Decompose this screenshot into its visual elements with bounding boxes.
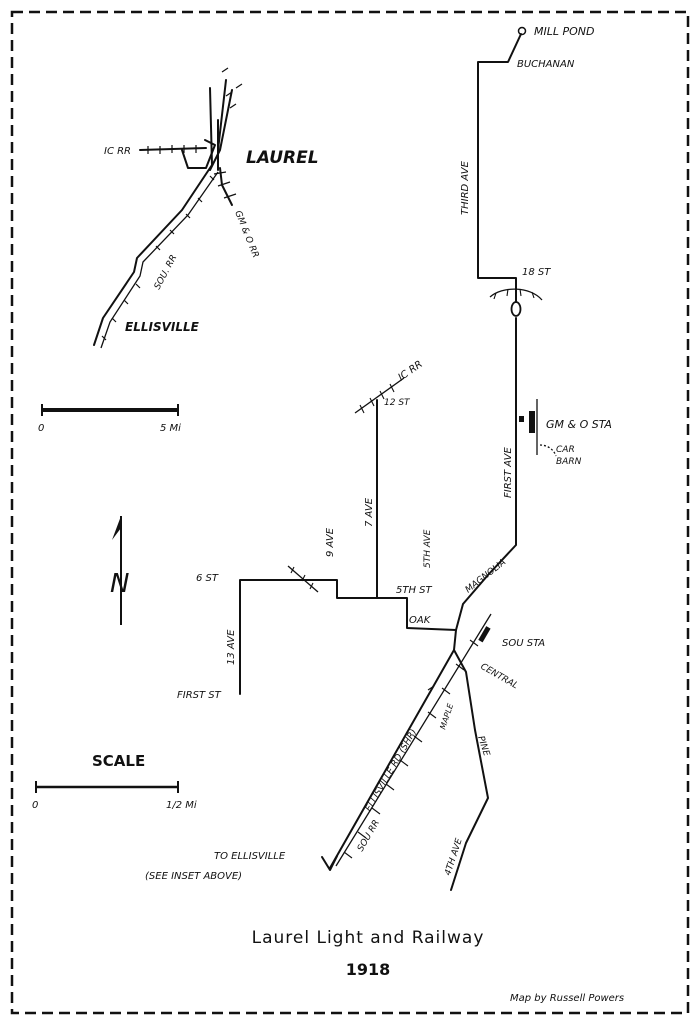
inset-laurel-tracks — [209, 79, 233, 171]
label-5th-ave: 5TH AVE — [423, 529, 433, 568]
inset-gmo-rr — [219, 167, 233, 206]
label-18-st: 18 ST — [522, 267, 551, 278]
label-ellisville-rd: ELLISVILLE RD (SHR) — [364, 728, 419, 814]
map-border — [10, 10, 690, 1015]
label-mill-pond: MILL POND — [534, 25, 594, 38]
label-6-st: 6 ST — [196, 573, 219, 584]
route-north — [453, 33, 522, 651]
inset-scale-max: 5 Mi — [160, 423, 181, 434]
inset-sou-rr-label: SOU. RR — [153, 253, 179, 291]
label-magnolia: MAGNOLIA — [464, 558, 508, 596]
route-west — [239, 579, 457, 695]
map-year: 1918 — [346, 960, 391, 979]
inset-gmo-rr-label: GM & O RR — [232, 209, 260, 259]
sou-station-building — [478, 626, 491, 643]
main-scale-zero: 0 — [32, 800, 38, 811]
gmo-station-building — [529, 411, 535, 433]
label-to-ellisville: TO ELLISVILLE — [214, 851, 286, 862]
label-ic-rr: IC RR — [396, 359, 424, 384]
inset-town-label: ELLISVILLE — [125, 320, 200, 334]
label-gmo-sta: GM & O STA — [546, 418, 612, 431]
north-arrow-head — [112, 516, 121, 540]
map-title: Laurel Light and Railway — [252, 928, 485, 948]
main-scale-title: SCALE — [92, 752, 145, 770]
main-scale: SCALE 0 1/2 Mi — [32, 752, 197, 811]
label-third-ave: THIRD AVE — [460, 160, 471, 215]
label-13-ave: 13 AVE — [226, 629, 237, 665]
label-maple: MAPLE — [438, 702, 455, 731]
label-sou-rr: SOU RR — [356, 818, 382, 853]
label-7-ave: 7 AVE — [364, 497, 375, 527]
label-9-ave: 9 AVE — [325, 527, 336, 557]
label-car: CAR — [556, 445, 575, 455]
main-scale-max: 1/2 Mi — [166, 800, 197, 811]
street-labels: MILL POND BUCHANAN THIRD AVE 18 ST IC RR… — [145, 25, 612, 882]
map-credit: Map by Russell Powers — [510, 993, 624, 1004]
label-5th-st: 5TH ST — [396, 585, 433, 596]
streetcar-routes — [239, 26, 557, 891]
label-sou-sta: SOU STA — [502, 638, 545, 649]
label-buchanan: BUCHANAN — [517, 59, 575, 70]
label-see-inset: (SEE INSET ABOVE) — [145, 871, 242, 882]
inset-ic-rr-label: IC RR — [104, 146, 131, 157]
car-barn-building — [519, 416, 524, 422]
label-central: CENTRAL — [479, 662, 520, 691]
label-first-st: FIRST ST — [177, 690, 222, 701]
label-first-ave: FIRST AVE — [503, 447, 514, 498]
inset-scale-zero: 0 — [38, 423, 44, 434]
north-arrow: N — [110, 516, 129, 625]
label-barn: BARN — [556, 457, 582, 467]
inset-map: LAUREL IC RR SOU. RR GM & O RR ELLISVILL… — [38, 67, 319, 434]
north-arrow-label: N — [110, 569, 129, 599]
route-pine — [450, 649, 489, 891]
label-12-st: 12 ST — [384, 398, 411, 408]
inset-scale-bar: 0 5 Mi — [38, 404, 181, 434]
inset-sou-rr — [93, 164, 213, 346]
label-oak: OAK — [409, 615, 432, 626]
inset-ic-rr — [139, 147, 207, 151]
inset-city-label: LAUREL — [246, 148, 319, 168]
